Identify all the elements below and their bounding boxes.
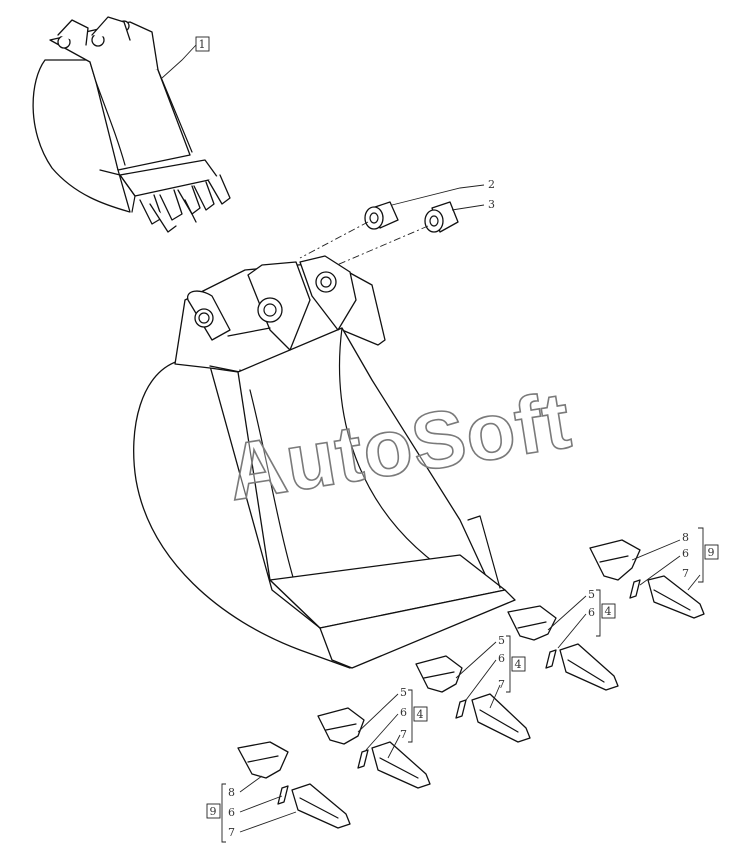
tooth-group-c — [415, 655, 531, 743]
callout-6e: 6 — [228, 806, 235, 819]
tooth-group-a — [589, 539, 705, 619]
callout-7e: 7 — [228, 826, 235, 839]
callout-5c: 5 — [498, 634, 505, 647]
tooth-group-b — [507, 605, 619, 691]
callout-6a: 6 — [682, 547, 689, 560]
callout-9e: 9 — [210, 805, 217, 818]
callout-4c: 4 — [515, 658, 522, 671]
callout-4d: 4 — [417, 708, 424, 721]
callout-4b: 4 — [605, 605, 612, 618]
main-bucket — [133, 255, 516, 669]
callout-6b: 6 — [588, 606, 595, 619]
tooth-group-d — [317, 707, 431, 789]
callout-2: 2 — [488, 178, 495, 191]
callout-5b: 5 — [588, 588, 595, 601]
callout-3: 3 — [488, 198, 495, 211]
callout-7d: 7 — [400, 728, 407, 741]
callout-8a: 8 — [682, 531, 689, 544]
callout-7a: 7 — [682, 567, 689, 580]
callout-9a: 9 — [708, 546, 715, 559]
bushing-2 — [364, 201, 399, 230]
tooth-group-e — [237, 741, 351, 829]
callout-1: 1 — [199, 38, 206, 51]
callout-box-1 — [195, 36, 210, 52]
callout-6c: 6 — [498, 652, 505, 665]
bushing-3 — [424, 201, 459, 233]
small-bucket-assembly — [32, 16, 231, 233]
callout-7c: 7 — [498, 678, 505, 691]
callout-6d: 6 — [400, 706, 407, 719]
callout-8e: 8 — [228, 786, 235, 799]
callout-5d: 5 — [400, 686, 407, 699]
